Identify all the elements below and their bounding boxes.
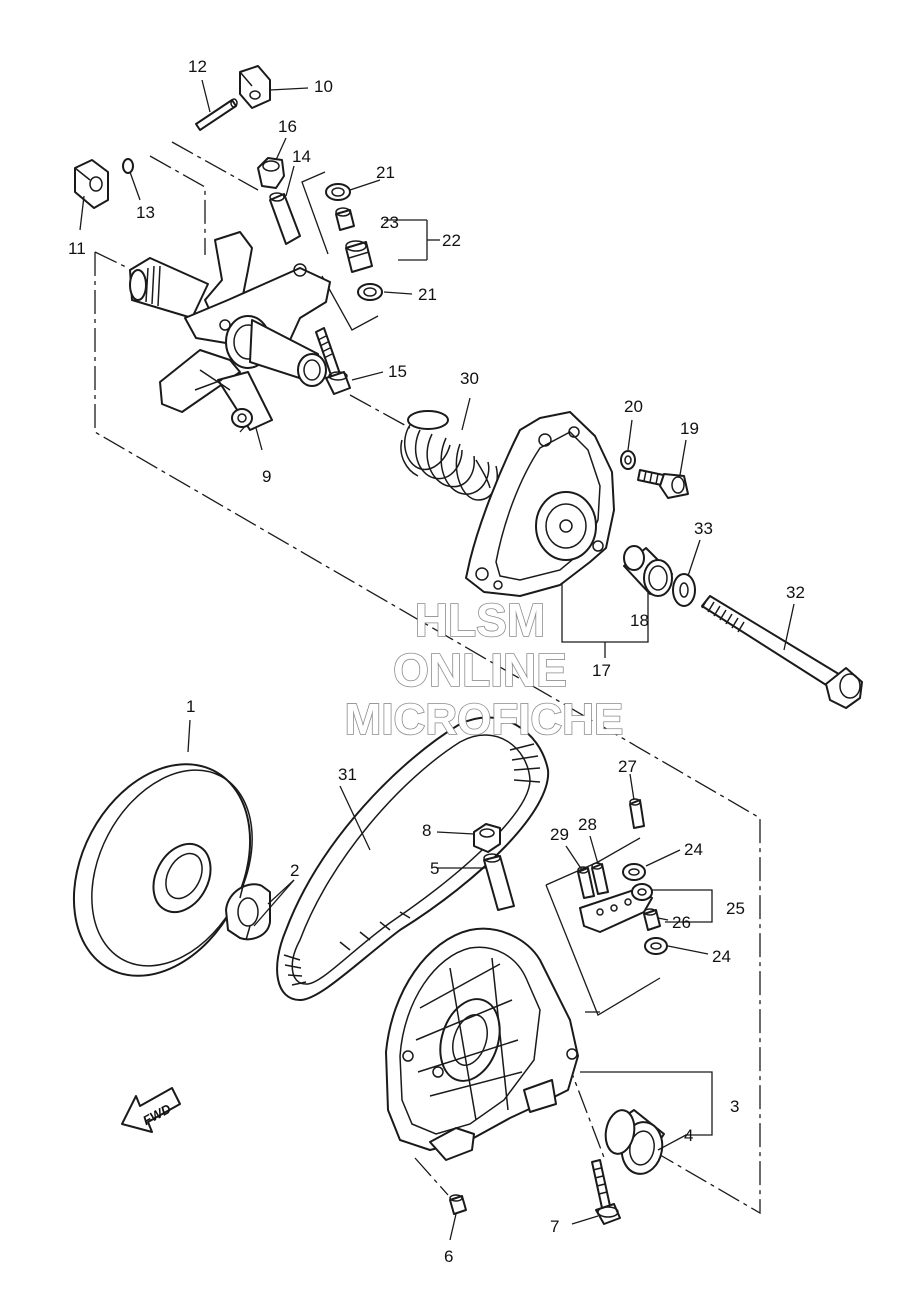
- callout-13: 13: [136, 203, 155, 222]
- callout-18: 18: [630, 611, 649, 630]
- fwd-arrow-icon: FWD: [121, 1087, 181, 1133]
- watermark-line-1: HLSM: [415, 594, 545, 646]
- part-8-nut: [473, 823, 501, 853]
- callout-1: 1: [186, 697, 195, 716]
- callout-19: 19: [680, 419, 699, 438]
- part-24-washer-bottom: [644, 937, 668, 955]
- part-3-movable-sheave: [385, 927, 579, 1161]
- part-2-split-collar: [225, 881, 271, 941]
- leader-lines: [79, 79, 795, 1241]
- callout-8: 8: [422, 821, 431, 840]
- callout-24-top: 24: [684, 840, 703, 859]
- part-32-long-bolt: [701, 595, 863, 709]
- callout-5: 5: [430, 859, 439, 878]
- callout-2: 2: [290, 861, 299, 880]
- callout-25: 25: [726, 899, 745, 918]
- part-24-washer-top: [622, 863, 646, 881]
- callout-6: 6: [444, 1247, 453, 1266]
- part-11-slider-block: [74, 159, 109, 209]
- callout-22: 22: [442, 231, 461, 250]
- callout-11: 11: [68, 239, 86, 258]
- callout-14: 14: [292, 147, 311, 166]
- part-23-bushing-small: [335, 207, 355, 231]
- part-19-bolt: [637, 469, 689, 499]
- part-15-bolt: [315, 327, 351, 395]
- watermark-line-3: MICROFICHE: [345, 695, 624, 744]
- part-4-bushing: [604, 1109, 665, 1175]
- callout-17: 17: [592, 661, 611, 680]
- callout-3: 3: [730, 1097, 739, 1116]
- callout-32: 32: [786, 583, 805, 602]
- part-17-cover-plate: [465, 411, 615, 597]
- callout-10: 10: [314, 77, 333, 96]
- part-21-washer-bottom: [357, 283, 383, 301]
- part-7-bolt: [591, 1159, 621, 1225]
- part-30-spring: [400, 410, 498, 501]
- callout-4: 4: [684, 1126, 693, 1145]
- part-33-washer: [672, 573, 696, 607]
- callout-28: 28: [578, 815, 597, 834]
- part-27-screw: [629, 798, 645, 829]
- callout-24-bottom: 24: [712, 947, 731, 966]
- part-31-drive-belt: [276, 716, 550, 1001]
- part-12-pin: [195, 98, 238, 131]
- watermark-line-2: ONLINE: [393, 644, 567, 696]
- callout-21-bottom: 21: [418, 285, 437, 304]
- callout-31: 31: [338, 765, 357, 784]
- part-21-washer-top: [325, 183, 351, 201]
- part-16-nut: [257, 157, 285, 189]
- callout-16: 16: [278, 117, 297, 136]
- part-14-sleeve: [269, 192, 301, 245]
- callout-23: 23: [380, 213, 399, 232]
- watermark: HLSM ONLINE MICROFICHE: [344, 593, 624, 745]
- callout-21-top: 21: [376, 163, 395, 182]
- part-26-bushing: [643, 908, 661, 931]
- part-10-slider-block: [239, 65, 271, 109]
- callout-27: 27: [618, 757, 637, 776]
- callout-30: 30: [460, 369, 479, 388]
- callout-9: 9: [262, 467, 271, 486]
- part-5-sleeve: [483, 853, 515, 911]
- part-13-o-ring: [122, 158, 134, 174]
- part-18-bushing: [623, 545, 673, 597]
- callout-29: 29: [550, 825, 569, 844]
- callout-20: 20: [624, 397, 643, 416]
- part-20-washer: [620, 450, 636, 470]
- callout-labels: 1 2 3 4 5 6 7 8 9 10 11 12 13 14 15 16 1…: [68, 57, 805, 1266]
- part-29-screw: [577, 866, 595, 899]
- part-6-plug: [449, 1194, 467, 1215]
- part-1-fixed-sheave: [72, 763, 253, 977]
- callout-33: 33: [694, 519, 713, 538]
- callout-7: 7: [550, 1217, 559, 1236]
- part-9-spider-assembly: [129, 231, 331, 431]
- callout-26: 26: [672, 913, 691, 932]
- part-28-screw: [591, 862, 609, 895]
- part-23-bushing-large: [345, 240, 373, 273]
- callout-15: 15: [388, 362, 407, 381]
- callout-12: 12: [188, 57, 207, 76]
